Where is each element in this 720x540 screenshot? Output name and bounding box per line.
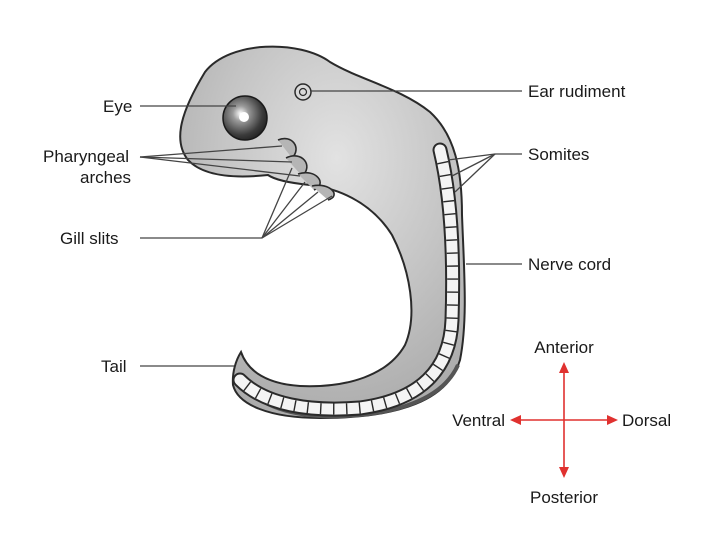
label-tail: Tail — [101, 357, 127, 376]
label-pharyngeal-1: Pharyngeal — [43, 147, 129, 166]
arrow-right — [607, 415, 618, 425]
somite-segment — [443, 341, 455, 346]
nerve-cord-inner — [234, 144, 459, 415]
somite-segment — [444, 212, 456, 216]
label-posterior: Posterior — [530, 488, 598, 507]
somite-segment — [438, 353, 450, 359]
gill-slits-leaders — [140, 167, 333, 239]
label-nerve-cord: Nerve cord — [528, 255, 611, 274]
eye-highlight — [239, 112, 249, 122]
label-eye: Eye — [103, 97, 132, 116]
somite-segment — [358, 402, 361, 414]
somite-segment — [267, 393, 273, 405]
somite-segment — [416, 381, 425, 392]
ear-rudiment-shape — [294, 83, 312, 101]
somite-segment — [394, 393, 401, 405]
somites-leaders — [447, 153, 522, 193]
label-somites: Somites — [528, 145, 589, 164]
label-gill-slits: Gill slits — [60, 229, 119, 248]
somite-segment — [243, 381, 252, 392]
somite-segment — [254, 388, 262, 399]
label-anterior: Anterior — [534, 338, 594, 357]
somite-segment — [370, 400, 375, 412]
somite-segment — [425, 373, 435, 382]
arrow-left — [510, 415, 521, 425]
somite-segment — [306, 402, 310, 414]
somite-segment — [443, 199, 455, 203]
somite-segment — [293, 400, 297, 412]
somite-segment — [406, 388, 413, 399]
label-ear-rudiment: Ear rudiment — [528, 82, 626, 101]
somite-column — [232, 142, 461, 417]
arrow-down — [559, 467, 569, 478]
embryo-body — [179, 45, 466, 420]
label-pharyngeal-2: arches — [80, 168, 131, 187]
orientation-compass: Anterior Posterior Ventral Dorsal — [452, 338, 671, 507]
pharyngeal-arches — [277, 137, 335, 201]
pharyngeal-leaders — [139, 145, 301, 177]
somite-segment — [439, 173, 451, 178]
somite-segment — [437, 160, 449, 165]
somite-segment — [445, 329, 457, 333]
somite-segment — [446, 239, 458, 242]
ear-rudiment-inner — [298, 87, 308, 97]
somite-segment — [433, 363, 443, 372]
somite-segment — [382, 397, 388, 409]
somite-segment — [280, 397, 285, 409]
arrow-up — [559, 362, 569, 373]
somite-segment — [441, 186, 453, 190]
label-dorsal: Dorsal — [622, 411, 671, 430]
somite-segment — [319, 403, 322, 415]
somite-segment — [445, 226, 457, 229]
label-ventral: Ventral — [452, 411, 505, 430]
